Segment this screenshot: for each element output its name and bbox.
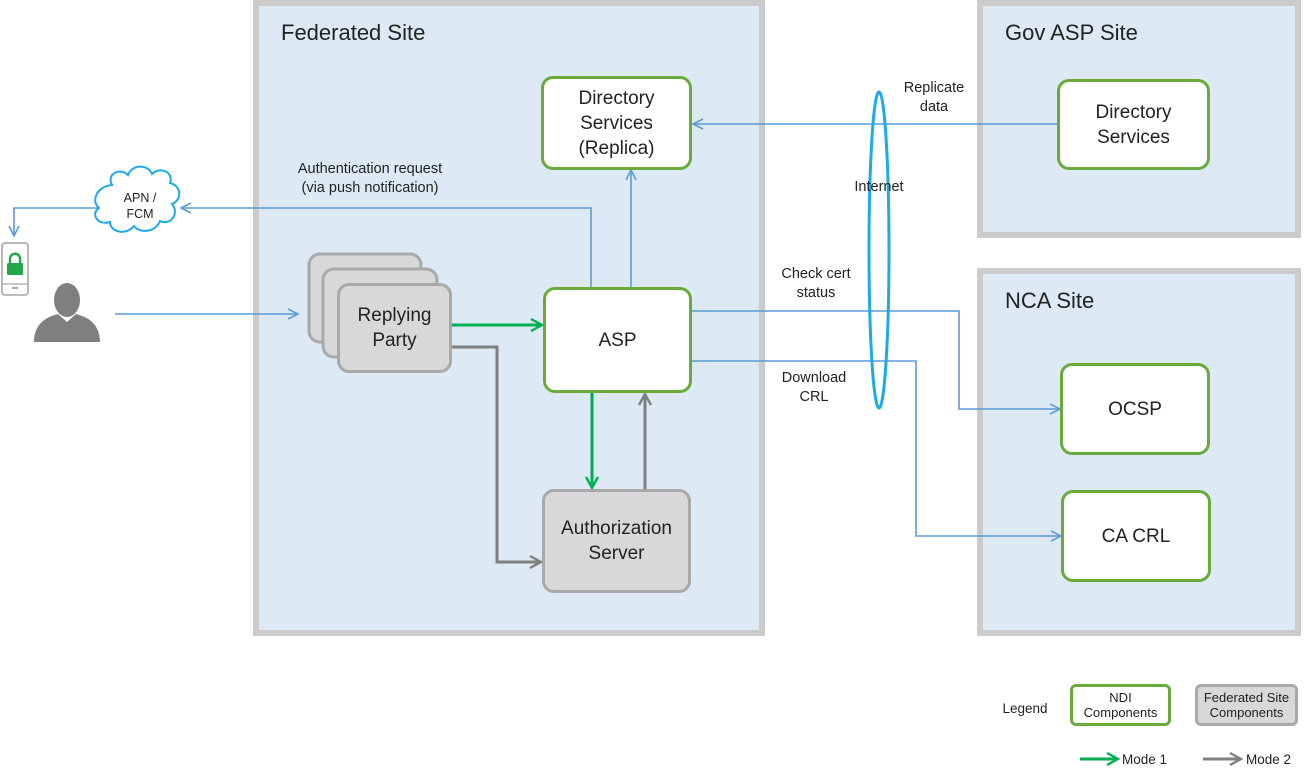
authorization-server-label: Authorization Server: [561, 518, 672, 564]
replying-party-label: Replying Party: [357, 305, 432, 351]
legend-federated-label: Federated Site Components: [1203, 690, 1290, 720]
cloud-label-line1: APN /: [123, 191, 157, 205]
legend-federated-components: Federated Site Components: [1195, 684, 1298, 726]
internet-ellipse: [867, 90, 891, 410]
check-cert-arrow: [691, 310, 1060, 409]
internet-label-text: Internet: [854, 179, 904, 195]
nca-site-title: NCA Site: [1005, 288, 1095, 313]
mobile-phone-icon: [1, 242, 29, 296]
gov-directory-services-node: Directory Services: [1057, 79, 1210, 170]
replicate-data-line1: Replicate: [903, 80, 965, 96]
download-crl-line2: CRL: [799, 389, 829, 405]
cloud-label-line2: FCM: [126, 207, 154, 221]
asp-label: ASP: [598, 329, 637, 351]
authorization-server-node: Authorization Server: [542, 489, 691, 593]
ca-crl-node: CA CRL: [1061, 490, 1211, 582]
auth-request-line2: (via push notification): [301, 180, 439, 196]
replying-party-node: Replying Party: [337, 283, 452, 373]
cloud-to-phone-arrow: [14, 207, 100, 236]
download-crl-arrow: [691, 360, 1061, 536]
gov-directory-services-label: Directory Services: [1095, 101, 1172, 148]
check-cert-line2: status: [796, 285, 836, 301]
auth-request-line1: Authentication request: [297, 161, 443, 177]
legend-ndi-components: NDI Components: [1070, 684, 1171, 726]
auth-request-label: Authentication request (via push notific…: [282, 160, 458, 198]
user-icon: [34, 283, 100, 342]
push-notification-arrow: [181, 208, 592, 288]
ca-crl-label: CA CRL: [1101, 525, 1171, 547]
legend-mode1-label: Mode 1: [1122, 752, 1168, 767]
gov-asp-site-title: Gov ASP Site: [1005, 20, 1138, 45]
federated-site-title: Federated Site: [281, 20, 426, 45]
download-crl-label: Download CRL: [772, 369, 856, 407]
legend-title: Legend: [1002, 701, 1048, 716]
download-crl-line1: Download: [781, 370, 847, 386]
asp-node: ASP: [543, 287, 692, 393]
mode2-rp-to-authz-arrow: [452, 345, 541, 562]
ocsp-label: OCSP: [1108, 398, 1162, 420]
legend-ndi-label: NDI Components: [1083, 690, 1158, 720]
cloud-icon: [94, 165, 181, 233]
directory-services-replica-label: Directory Services (Replica): [578, 87, 655, 159]
replicate-data-label: Replicate data: [898, 79, 970, 117]
check-cert-label: Check cert status: [772, 265, 860, 303]
directory-services-replica-node: Directory Services (Replica): [541, 76, 692, 170]
cloud-label: APN / FCM: [112, 190, 168, 222]
legend-mode2-label: Mode 2: [1246, 752, 1292, 767]
internet-label: Internet: [845, 178, 913, 197]
replicate-data-line2: data: [919, 99, 949, 115]
check-cert-line1: Check cert: [781, 266, 851, 282]
ocsp-node: OCSP: [1060, 363, 1210, 455]
